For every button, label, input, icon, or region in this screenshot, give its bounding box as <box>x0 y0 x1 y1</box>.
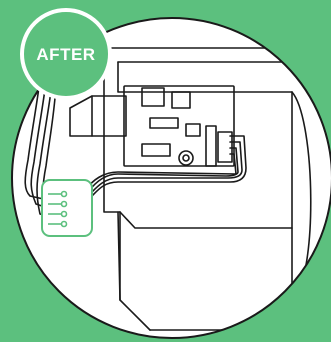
after-badge: AFTER <box>22 10 110 98</box>
after-badge-label: AFTER <box>36 45 95 64</box>
wiring-adapter-icon <box>42 180 92 236</box>
